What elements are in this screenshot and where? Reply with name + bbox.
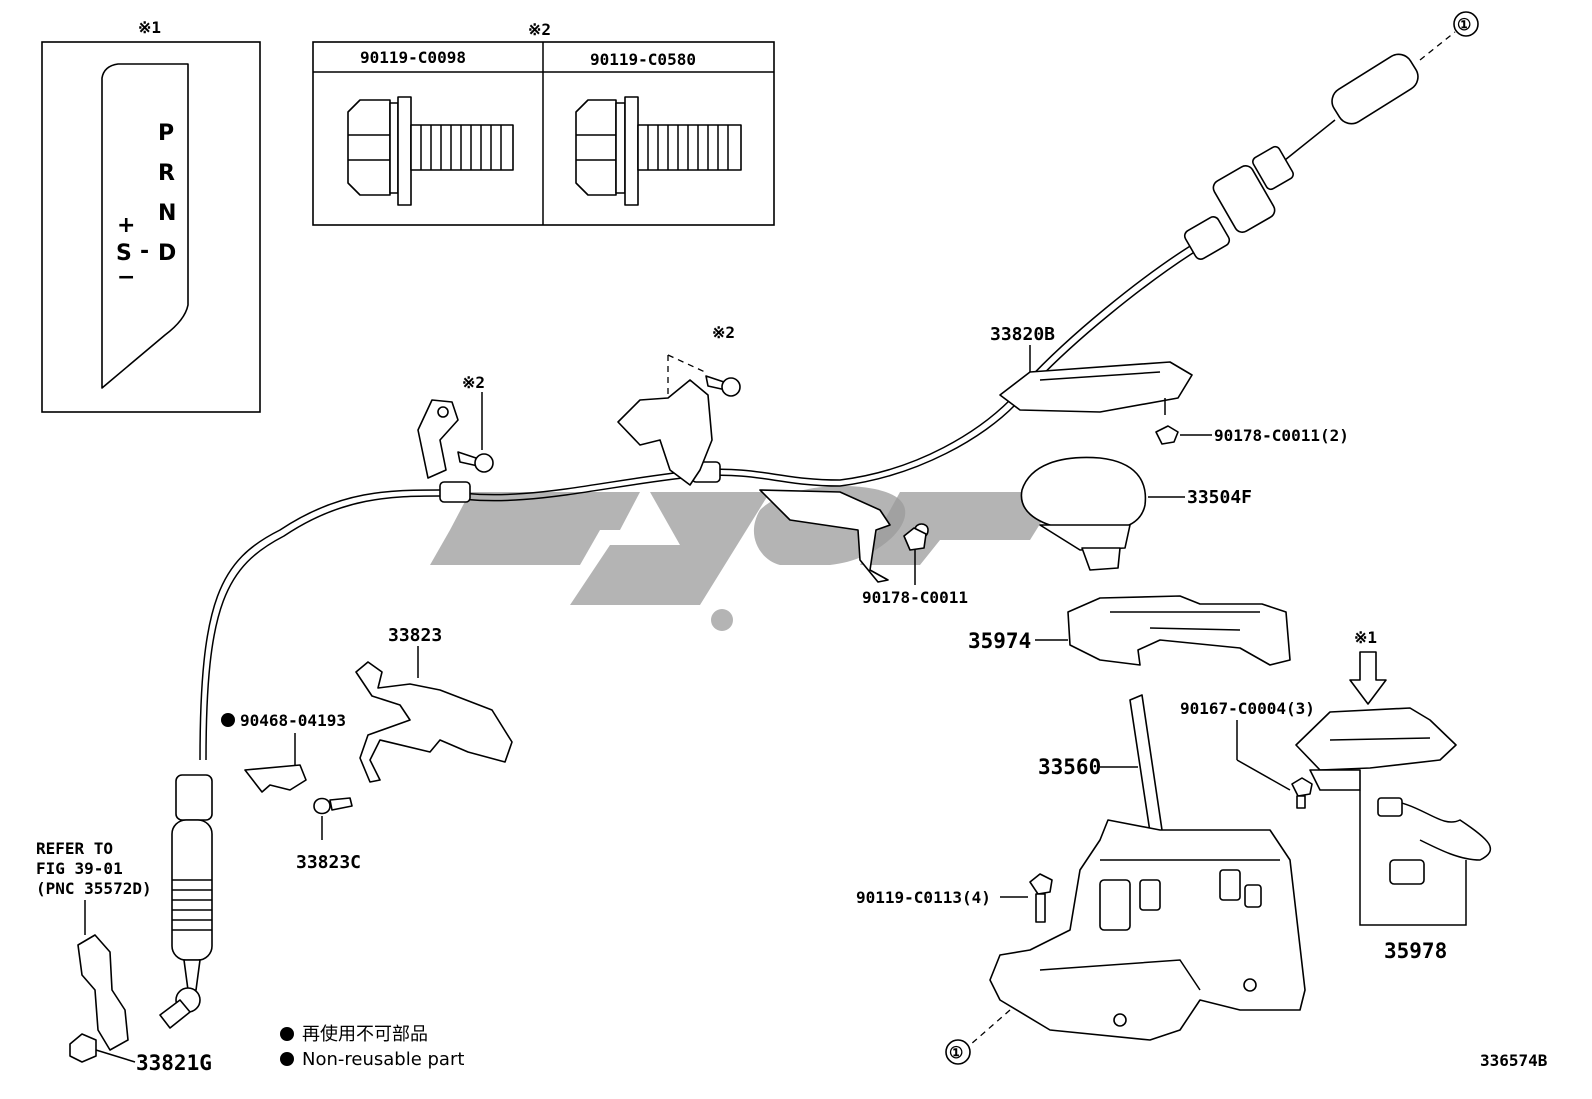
cable-bracket-center: ※2 [617,323,929,583]
legend-jp: 再使用不可部品 [302,1024,428,1045]
shift-p: P [158,121,174,146]
label-90167-c0004-3: 90167-C0004(3) [1180,699,1315,718]
arrow-down-icon [1349,651,1387,705]
label-35974: 35974 [968,629,1031,653]
refer-line3: (PNC 35572D) [36,879,152,898]
part-33823: 33823 [355,625,513,783]
refer-line2: FIG 39-01 [36,859,123,878]
bolt-table: ※2 90119-C0098 90119-C0580 [312,20,775,226]
label-33821g: 33821G [136,1051,212,1075]
bolt-90119-c0098-icon [347,96,514,206]
part-90178-c0011-2: 90178-C0011(2) [1155,425,1349,445]
callout-1-top: ① [1457,15,1471,34]
ref2-note: ※2 [528,20,551,39]
cable-bracket-left: ※2 [417,373,494,479]
shift-r: R [158,161,175,186]
figure-id: 336574B [1480,1051,1548,1070]
shift-s: S [116,241,132,266]
label-33560: 33560 [1038,755,1101,779]
legend-dot-jp-icon [280,1027,294,1041]
bolt-90119-c0580-icon [575,96,742,206]
ref2-note-left: ※2 [462,373,485,392]
part-90119-c0113-4: 90119-C0113(4) [856,873,1053,923]
shift-n: N [158,201,176,226]
part-33823c: 33823C [296,797,361,873]
shift-cable: ① [159,11,1479,1029]
watermark-logo [430,486,1060,631]
label-33823: 33823 [388,625,442,646]
part-90468-04193: 90468-04193 [221,711,346,793]
part-35978: ※1 35978 [1295,628,1492,963]
label-33820b: 33820B [990,324,1055,345]
part-33820b: 33820B [990,324,1193,415]
label-90178-c0011: 90178-C0011 [862,588,968,607]
shift-plus: + [117,213,135,238]
part-33821g: 33821G [69,1033,212,1075]
bolt-col2-header: 90119-C0580 [590,50,696,69]
part-33504f: 33504F [1020,456,1252,571]
shift-minus: − [117,265,135,290]
shift-d: D [158,241,176,266]
label-90119-c0113-4: 90119-C0113(4) [856,888,991,907]
refer-note: REFER TO FIG 39-01 (PNC 35572D) [36,839,152,1051]
part-33560: 33560 ① [945,694,1306,1065]
part-90167-c0004-3: 90167-C0004(3) [1180,699,1315,809]
shift-dash: - [140,239,149,264]
non-reusable-icon [221,713,235,727]
legend-dot-en-icon [280,1052,294,1066]
label-35978: 35978 [1384,939,1447,963]
legend-en: Non-reusable part [302,1049,464,1070]
bolt-col1-header: 90119-C0098 [360,48,466,67]
callout-1-bottom: ① [949,1043,963,1062]
part-35974: 35974 [968,595,1291,666]
refer-line1: REFER TO [36,839,113,858]
ref1-note-right: ※1 [1354,628,1377,647]
label-33823c: 33823C [296,852,361,873]
shift-pattern-panel: ※1 P R N D - S + − [41,18,261,413]
ref2-note-center: ※2 [712,323,735,342]
legend: 再使用不可部品 Non-reusable part [280,1024,464,1070]
label-90468-04193: 90468-04193 [240,711,346,730]
label-33504f: 33504F [1187,487,1252,508]
part-90178-c0011: 90178-C0011 [862,527,968,607]
ref1-note: ※1 [138,18,161,37]
label-90178-c0011-2: 90178-C0011(2) [1214,426,1349,445]
